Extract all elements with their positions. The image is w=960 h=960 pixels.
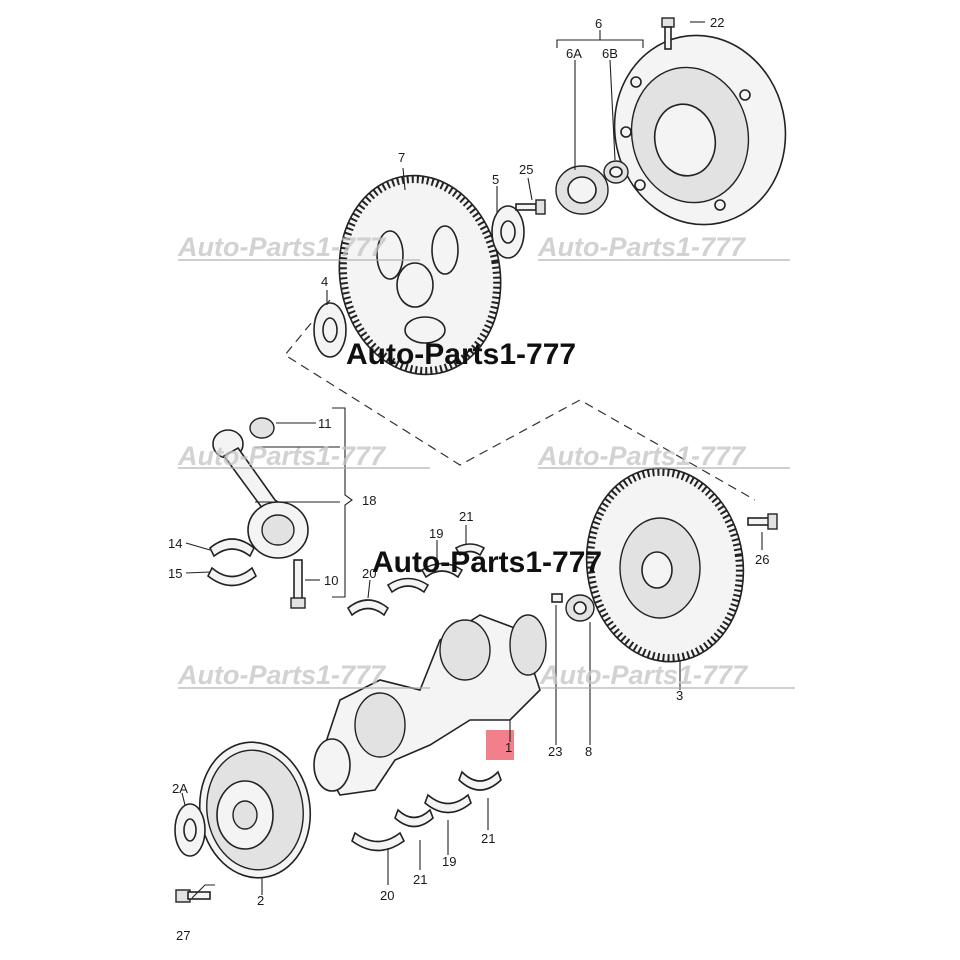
bolt-27 xyxy=(175,889,211,903)
watermark-text: Auto-Parts1-777 xyxy=(537,441,747,471)
label-19b: 19 xyxy=(442,854,456,869)
label-15: 15 xyxy=(168,566,182,581)
watermark-text: Auto-Parts1-777 xyxy=(177,232,387,262)
dowel-23 xyxy=(551,593,563,603)
watermark-text: Auto-Parts1-777 xyxy=(177,660,387,690)
shim-2a xyxy=(174,803,206,857)
bush-6b xyxy=(603,160,629,184)
label-11: 11 xyxy=(318,416,332,431)
label-25: 25 xyxy=(519,162,533,177)
assembly-boundary xyxy=(284,299,756,501)
label-21c: 21 xyxy=(481,831,495,846)
dual-mass-flywheel xyxy=(613,34,787,226)
pilot-bearing-8 xyxy=(565,594,595,622)
label-6: 6 xyxy=(595,16,602,31)
watermark-text-dark: Auto-Parts1-777 xyxy=(346,338,576,371)
watermarks: Auto-Parts1-777 Auto-Parts1-777 Auto-Par… xyxy=(177,232,795,690)
label-27: 27 xyxy=(176,928,190,943)
crankshaft xyxy=(313,614,547,796)
label-7: 7 xyxy=(398,150,405,165)
label-21a: 21 xyxy=(459,509,473,524)
label-8: 8 xyxy=(585,744,592,759)
bolt-26 xyxy=(747,513,778,530)
bearing-shell-15 xyxy=(206,566,258,587)
rod-bush-11 xyxy=(249,417,275,439)
main-bearing-shells xyxy=(346,543,502,852)
bearing-shell-14 xyxy=(208,538,256,558)
callout-labels: 1 2 2A 3 4 5 6 6A 6B 7 8 10 11 14 15 18 … xyxy=(168,15,769,943)
flywheel xyxy=(585,467,745,663)
label-2a: 2A xyxy=(172,781,188,796)
label-6a: 6A xyxy=(566,46,582,61)
label-21b: 21 xyxy=(413,872,427,887)
rod-bolt-10 xyxy=(290,559,306,609)
label-2: 2 xyxy=(257,893,264,908)
watermark-text: Auto-Parts1-777 xyxy=(537,232,747,262)
watermark-text: Auto-Parts1-777 xyxy=(177,441,387,471)
label-20b: 20 xyxy=(380,888,394,903)
label-4: 4 xyxy=(321,274,328,289)
watermark-text-dark: Auto-Parts1-777 xyxy=(372,546,602,579)
label-5: 5 xyxy=(492,172,499,187)
label-26: 26 xyxy=(755,552,769,567)
label-1: 1 xyxy=(505,740,512,755)
label-19a: 19 xyxy=(429,526,443,541)
leader-lines xyxy=(181,21,763,899)
bolt-22 xyxy=(661,17,675,50)
label-14: 14 xyxy=(168,536,182,551)
drive-plate xyxy=(338,174,502,376)
vibration-damper xyxy=(198,741,312,879)
label-3: 3 xyxy=(676,688,683,703)
label-23: 23 xyxy=(548,744,562,759)
label-22: 22 xyxy=(710,15,724,30)
watermark-text: Auto-Parts1-777 xyxy=(539,660,749,690)
part-1-highlight xyxy=(486,730,514,760)
shim-4 xyxy=(313,302,347,358)
bolt-25 xyxy=(515,199,546,215)
shim-5 xyxy=(491,205,525,259)
label-18: 18 xyxy=(362,493,376,508)
needle-bearing-6a xyxy=(555,165,609,215)
label-20a: 20 xyxy=(362,566,376,581)
label-6b: 6B xyxy=(602,46,618,61)
label-10: 10 xyxy=(324,573,338,588)
